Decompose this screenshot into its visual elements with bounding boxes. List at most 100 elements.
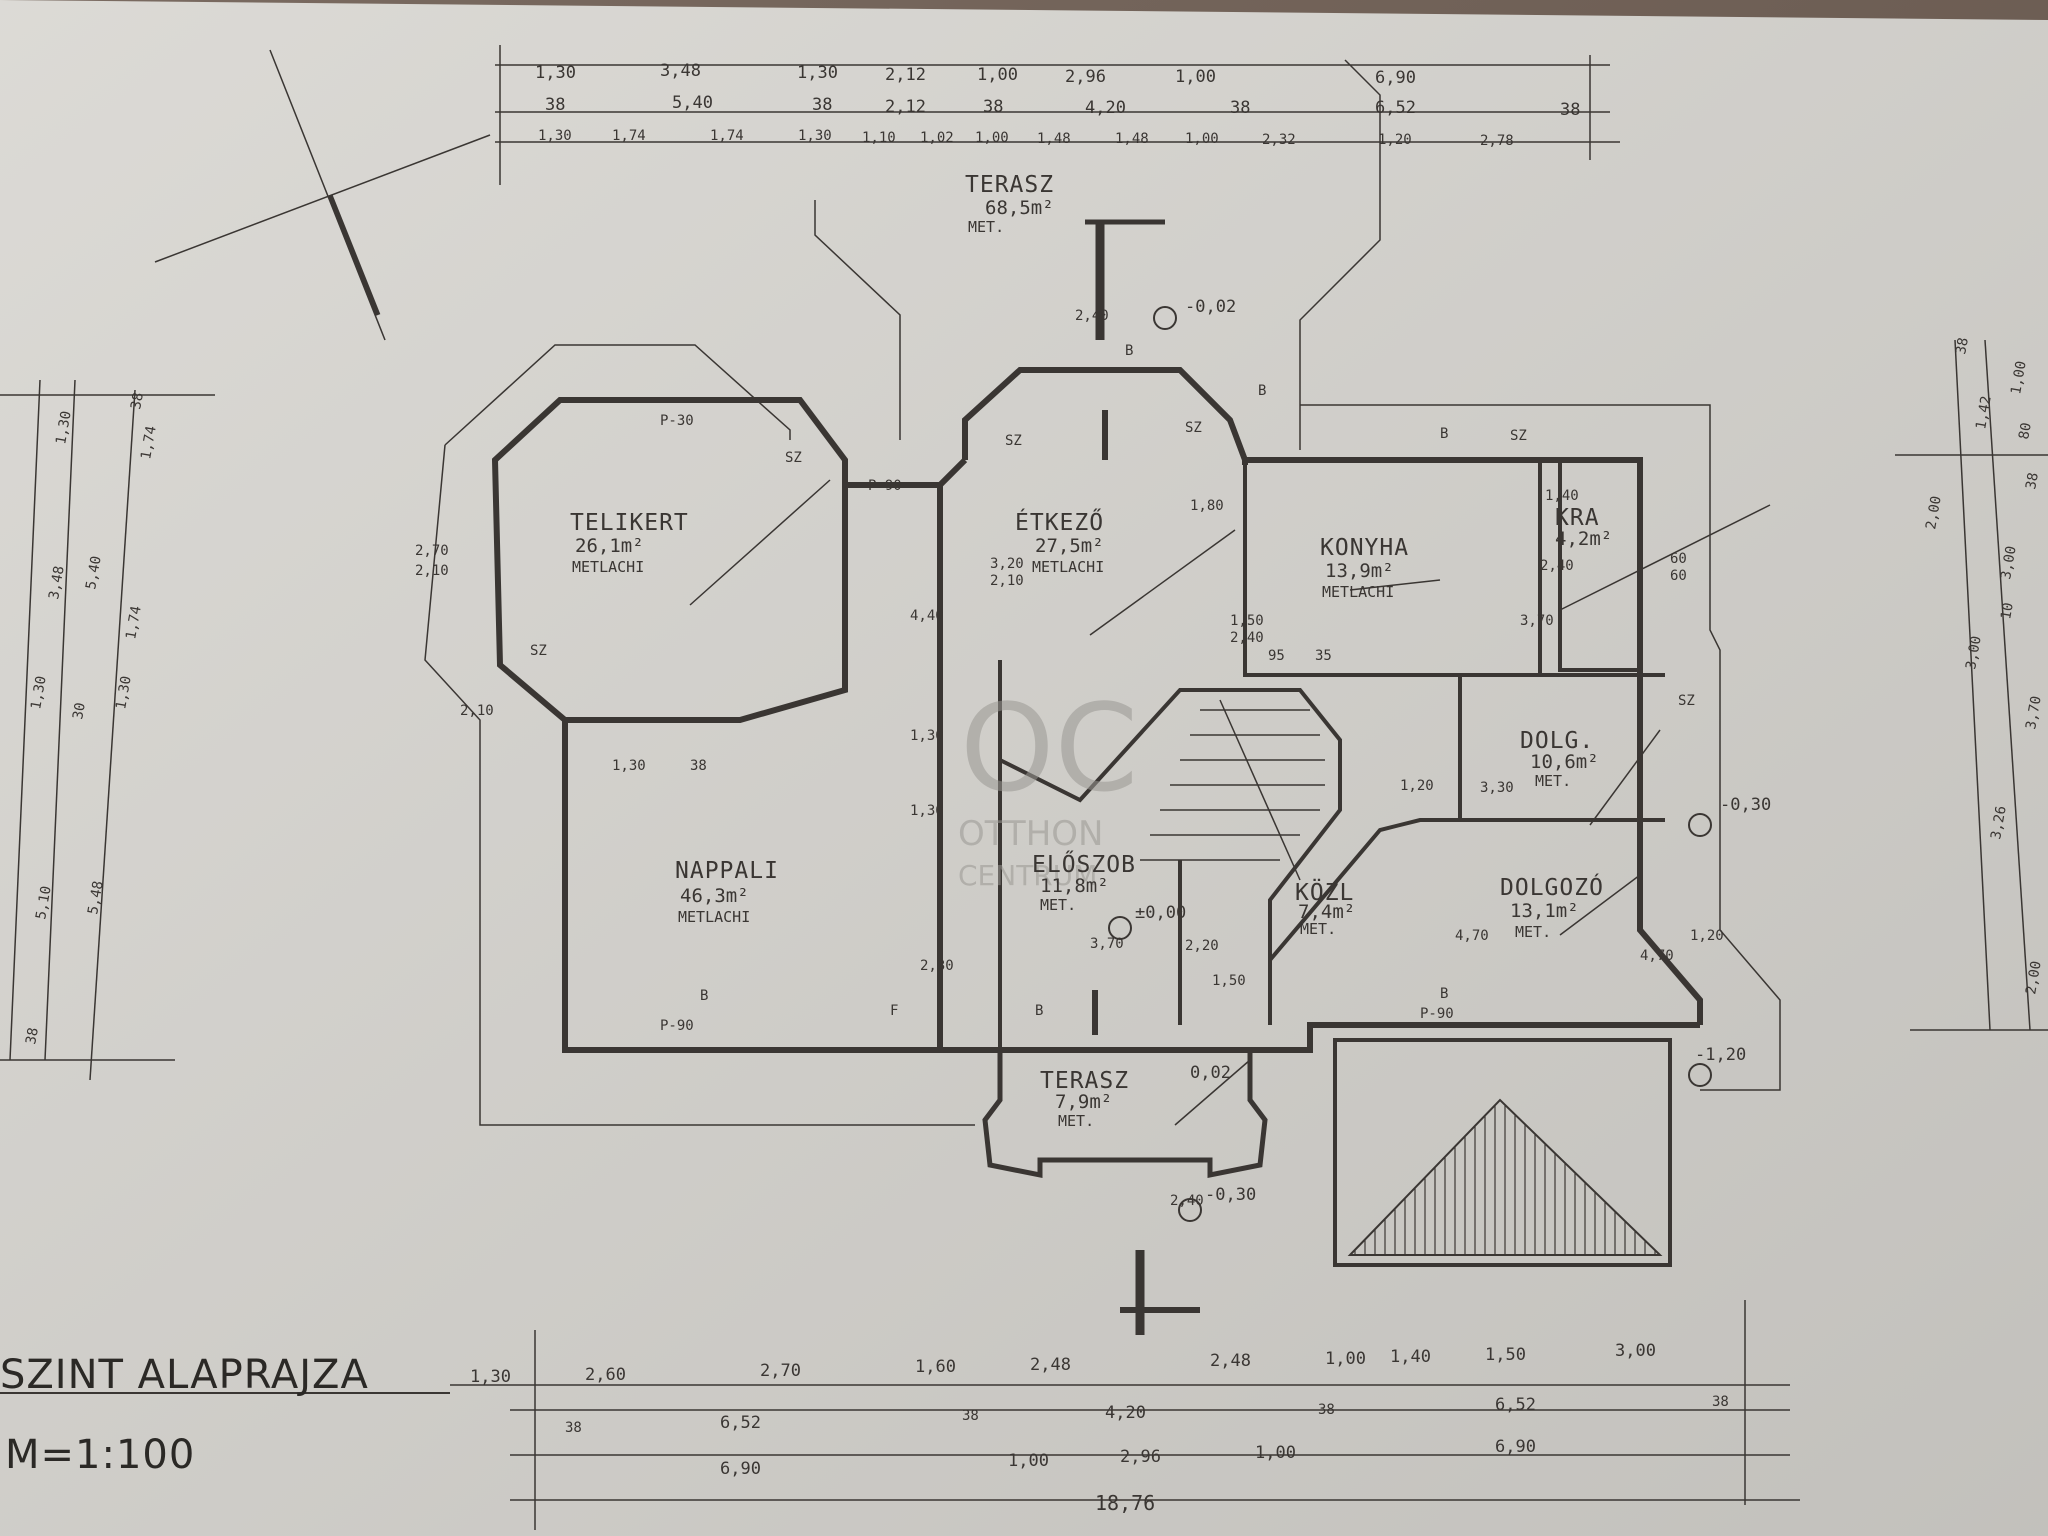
terasz-north-name: TERASZ (965, 172, 1054, 198)
inner-dimension: 1,30 (612, 758, 646, 774)
dim-bottom-2: 6,52 (720, 1413, 761, 1433)
label-sz: SZ (1005, 433, 1022, 449)
dim-bottom-total: 18,76 (1095, 1491, 1155, 1515)
dim-bottom-1: 2,70 (760, 1361, 801, 1381)
label-p30: P-30 (660, 413, 694, 429)
dim-top-1: 2,12 (885, 65, 926, 85)
dimension-lines-top (495, 45, 1620, 185)
dim-left: 1,74 (138, 425, 160, 461)
drawing-lines (0, 45, 2048, 1530)
label-sz: SZ (1185, 420, 1202, 436)
dim-left: 38 (128, 391, 147, 410)
dim-top-2: 2,12 (885, 97, 926, 117)
inner-labels: P-30 P-90 P-90 P-90 SZ SZ SZ SZ SZ SZ B … (415, 308, 1724, 1209)
dim-bottom-1: 2,48 (1210, 1351, 1251, 1371)
etkezo-floor: METLACHI (1032, 558, 1104, 576)
dim-top-3: 1,48 (1037, 131, 1071, 147)
terasz-south-floor: MET. (1058, 1112, 1094, 1130)
dim-bottom-1: 2,60 (585, 1365, 626, 1385)
roof-outline (1333, 1038, 1672, 1267)
dim-top-1: 1,30 (535, 63, 576, 83)
inner-dimension: 3,70 (1090, 936, 1124, 952)
inner-dimension: 2,40 (1540, 558, 1574, 574)
nappali-floor: METLACHI (678, 908, 750, 926)
inner-dimension: 1,40 (1545, 488, 1579, 504)
terasz-south-name: TERASZ (1040, 1068, 1129, 1094)
dim-top-3: 2,32 (1262, 132, 1296, 148)
dolgozo-floor: MET. (1515, 923, 1551, 941)
dolgozo-name: DOLGOZÓ (1500, 873, 1604, 901)
inner-dimension: 3,70 (1520, 613, 1554, 629)
inner-dimension: 2,20 (1185, 938, 1219, 954)
dim-top-3: 1,00 (1185, 131, 1219, 147)
dim-top-2: 4,20 (1085, 98, 1126, 118)
dim-bottom-1: 3,00 (1615, 1341, 1656, 1361)
label-p90: P-90 (660, 1018, 694, 1034)
dim-top-2: 38 (812, 95, 832, 115)
dim-right: 10 (1998, 601, 2017, 620)
walls (491, 367, 1703, 1179)
inner-dimension: 60 (1670, 568, 1687, 584)
north-arrow-line (269, 49, 386, 341)
label-p90: P-90 (868, 478, 902, 494)
left-dimensions: 1,30 3,48 1,30 5,10 5,48 38 5,40 1,74 1,… (23, 391, 160, 1045)
dim-bottom-2: 38 (962, 1408, 979, 1424)
section-markers (1085, 219, 1200, 1335)
inner-dimension: 95 (1268, 648, 1285, 664)
dim-right: 80 (2016, 421, 2035, 440)
terrace-outline-east (1299, 59, 1381, 450)
dim-right: 1,00 (2008, 360, 2030, 396)
inner-dimension: 4,70 (1640, 948, 1674, 964)
dim-bottom-2: 38 (1318, 1402, 1335, 1418)
label-b: B (700, 988, 708, 1004)
label-b: B (1440, 426, 1448, 442)
dim-right: 1,42 (1973, 395, 1995, 431)
inner-dimension: 35 (1315, 648, 1332, 664)
dim-left: 5,10 (33, 885, 55, 921)
eloter-floor: MET. (1040, 896, 1076, 914)
dim-left: 30 (70, 701, 89, 720)
kamra-area: 4,2m² (1555, 528, 1612, 550)
dim-top-3: 1,10 (862, 130, 896, 146)
stair-hall-walls (999, 688, 1342, 1025)
inner-dimension: 2,70 (415, 543, 449, 559)
roof-hatch (1347, 1098, 1663, 1256)
dolgozo-area: 13,1m² (1510, 900, 1579, 922)
terrace-outline-west (814, 200, 901, 440)
inner-dimension: 38 (690, 758, 707, 774)
konyha-floor: METLACHI (1322, 583, 1394, 601)
dimension-lines-left (0, 379, 215, 1081)
dim-left: 1,30 (53, 410, 75, 446)
label-b: B (1035, 1003, 1043, 1019)
terasz-north-floor: MET. (968, 218, 1004, 236)
konyha-name: KONYHA (1320, 535, 1409, 561)
dim-bottom-1: 2,48 (1030, 1355, 1071, 1375)
south-walls (940, 1022, 1700, 1053)
inner-dimension: 2,10 (415, 563, 449, 579)
dim-top-2: 6,52 (1375, 98, 1416, 118)
dim-bottom-3: 2,96 (1120, 1447, 1161, 1467)
dim-top-3: 1,74 (710, 128, 744, 144)
dim-bottom-1: 1,60 (915, 1357, 956, 1377)
level-markers (1108, 306, 1712, 1222)
kamra-name: KRA (1555, 505, 1600, 531)
level-value: -1,20 (1695, 1045, 1746, 1065)
inner-dimension: 2,40 (1170, 1193, 1204, 1209)
dim-right: 3,70 (2023, 695, 2045, 731)
watermark-line2: CENTRUM (958, 859, 1097, 892)
label-sz: SZ (530, 643, 547, 659)
telikert-area: 26,1m² (575, 535, 644, 557)
bottom-dimensions: 1,30 2,60 2,70 1,60 2,48 2,48 1,00 1,40 … (470, 1341, 1729, 1515)
dim-bottom-3: 1,00 (1008, 1451, 1049, 1471)
inner-dimension: 1,50 (1230, 613, 1264, 629)
terasz-north-area: 68,5m² (985, 197, 1054, 219)
north-arrow-cross (154, 134, 491, 263)
dim-left: 1,30 (113, 675, 135, 711)
etkezo-name: ÉTKEZŐ (1015, 508, 1104, 536)
site-outline-east (1300, 404, 1781, 1091)
dim-left: 3,48 (46, 565, 68, 601)
dim-bottom-1: 1,30 (470, 1367, 511, 1387)
dim-bottom-1: 1,00 (1325, 1349, 1366, 1369)
etkezo-area: 27,5m² (1035, 535, 1104, 557)
